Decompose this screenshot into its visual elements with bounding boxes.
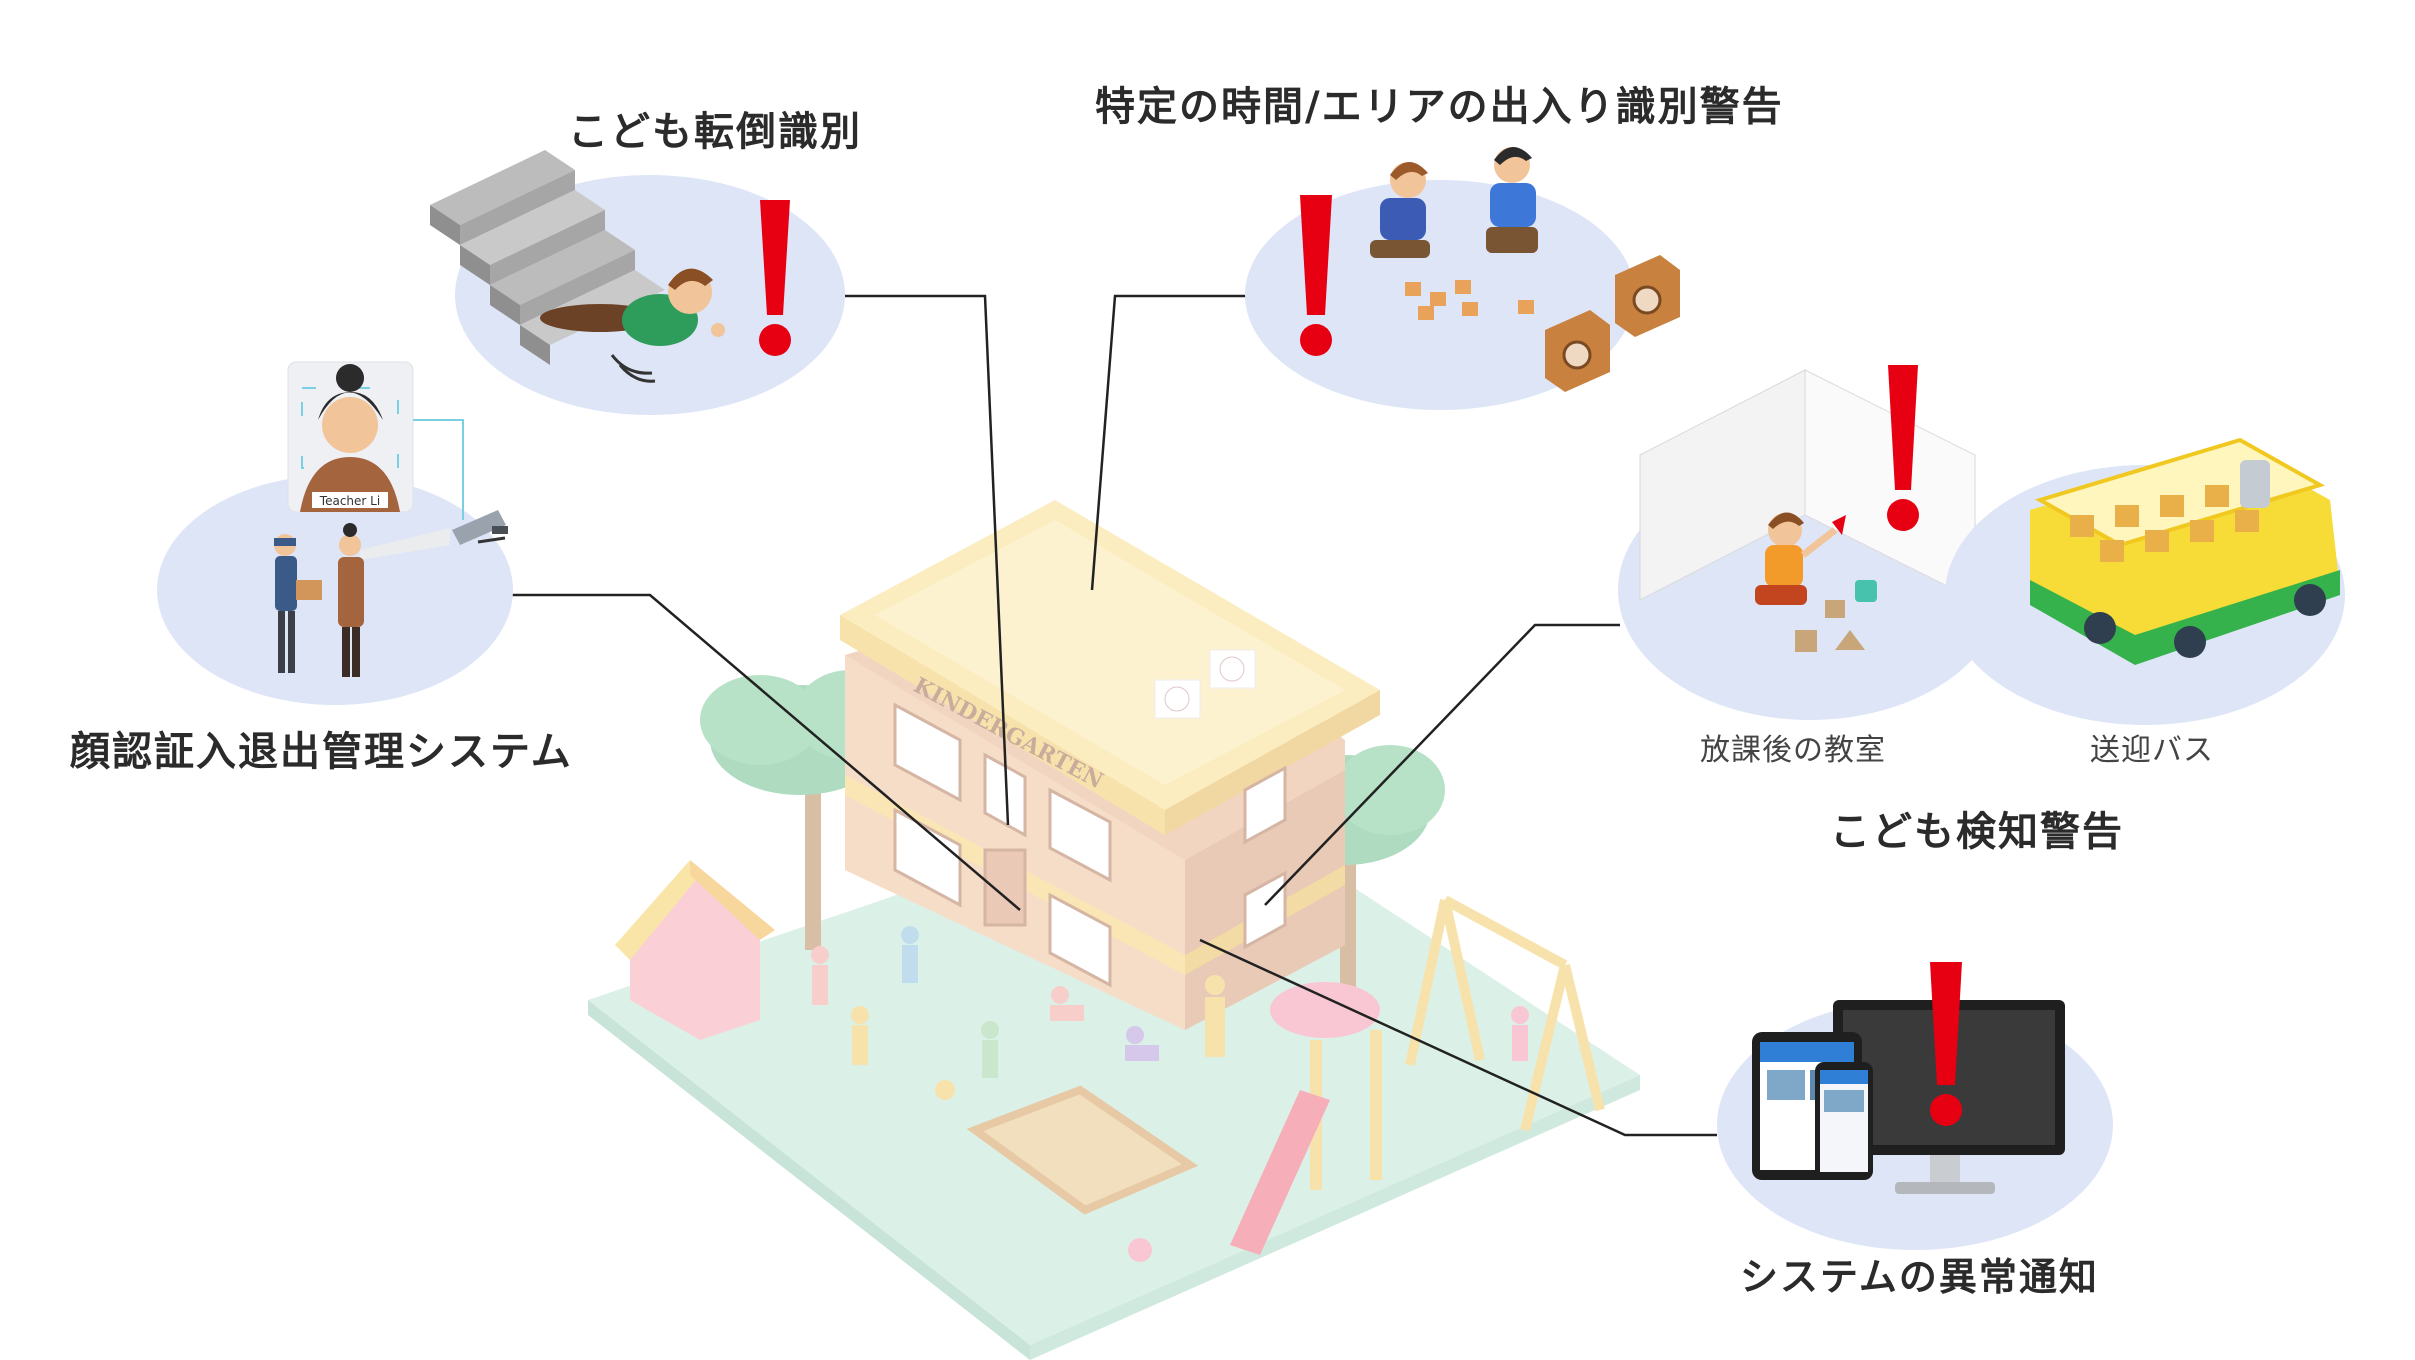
system-alert-scene [1717, 962, 2113, 1250]
connector-system [1199, 938, 1717, 1137]
camera-icon [452, 510, 508, 545]
kneeling-children [1370, 146, 1538, 258]
system-alert-label: システムの異常通知 [1740, 1255, 2099, 1299]
afterschool-label: 放課後の教室 [1700, 733, 1886, 768]
teacher-name: Teacher Li [319, 494, 380, 508]
teacher-figure [338, 523, 364, 677]
exclamation-icon [1300, 195, 1332, 356]
area-intrusion-scene [1245, 146, 1680, 410]
connector-intrusion [1090, 294, 1260, 591]
face-access-label: 顔認証入退出管理システム [70, 729, 573, 775]
area-intrusion-label: 特定の時間/エリアの出入り識別警告 [1095, 84, 1784, 130]
connector-lines [510, 294, 1717, 1137]
ground [588, 790, 1640, 1345]
children-playing [811, 926, 1529, 1262]
shuttle-bus-scene [1945, 437, 2345, 725]
playground-slide [1230, 982, 1382, 1255]
exclamation-icon [1930, 962, 1962, 1126]
phone-icon [1815, 1062, 1873, 1180]
kindergarten-campus: KINDERGARTEN [588, 500, 1640, 1360]
exclamation-icon [759, 200, 791, 356]
shuttle-bus-label: 送迎バス [2090, 733, 2214, 768]
connector-face [510, 593, 1021, 911]
delivery-person [274, 534, 322, 673]
teacher-id-card: Teacher Li [287, 361, 414, 513]
falling-child [540, 268, 725, 383]
playing-child [1755, 512, 1846, 605]
face-access-scene: Teacher Li [157, 361, 513, 705]
child-detection-label: こども検知警告 [1830, 809, 2124, 855]
sand-buckets [1795, 580, 1877, 652]
fall-detection-label: こども転倒識別 [568, 109, 862, 155]
speaker-boxes [1545, 255, 1680, 392]
bus-icon [2030, 437, 2340, 665]
afterschool-scene [1618, 365, 2002, 720]
exclamation-icon [1887, 365, 1919, 531]
play-house [615, 860, 775, 1040]
connector-child [1264, 623, 1620, 906]
wooden-blocks [1405, 280, 1534, 320]
fall-detection-scene [430, 150, 845, 415]
swing-set [1405, 895, 1605, 1132]
sandbox [966, 1085, 1199, 1215]
connector-fall [845, 294, 1010, 826]
